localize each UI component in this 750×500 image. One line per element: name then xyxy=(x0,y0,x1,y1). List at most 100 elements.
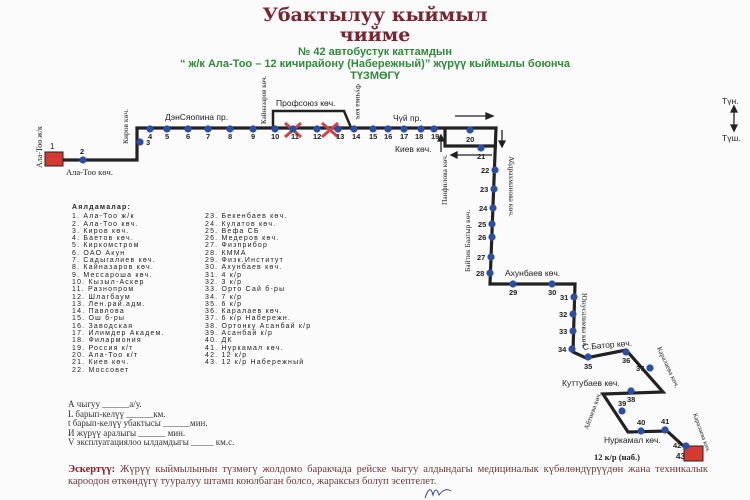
direction-arrows xyxy=(436,104,739,160)
stop-number: 39 xyxy=(618,399,626,408)
stop-number: 15 xyxy=(369,132,377,141)
street-label: Юнусалиева көч. xyxy=(580,293,589,348)
stop-marker xyxy=(548,280,556,288)
stop-marker xyxy=(384,125,392,133)
stop-number: 36 xyxy=(622,356,630,365)
stop-marker xyxy=(661,426,669,434)
street-label: 12 к/р (наб.) xyxy=(594,452,640,462)
stop-list-item: 19. Россия к/т xyxy=(72,344,134,352)
stop-number: 13 xyxy=(336,132,344,141)
stop-marker xyxy=(646,364,654,372)
stop-number: 4 xyxy=(148,132,153,141)
parameter-line: А чыгуу ______а/у. xyxy=(68,399,142,409)
stop-number: 19 xyxy=(431,132,439,141)
stop-list-item: 6. ОАО Акун xyxy=(72,249,126,257)
street-label: Байтик Баатыр көч. xyxy=(463,210,472,272)
stop-marker xyxy=(204,125,212,133)
stops-title: Аялдамалар: xyxy=(72,204,132,211)
stop-list-item: 31. 4 к/р xyxy=(205,271,243,279)
stop-number: 2 xyxy=(80,147,84,156)
stop-list-item: 28. КММА xyxy=(205,249,247,257)
subtitle-line-2: “ ж/к Ала-Тоо – 12 кичирайону (Набережны… xyxy=(180,58,570,70)
stop-list-item: 12. Шлагбаум xyxy=(72,293,131,301)
street-label: Абдрахманова көч. xyxy=(507,156,516,217)
parameter-line: t барып-келүү убактысы ______мин. xyxy=(68,418,208,429)
stop-marker xyxy=(400,125,408,133)
stop-number: 16 xyxy=(384,132,392,141)
street-label: С.Батор көч. xyxy=(582,338,632,352)
stop-number: 27 xyxy=(477,253,485,262)
stop-marker xyxy=(627,387,635,395)
stop-marker xyxy=(289,125,297,133)
stop-marker xyxy=(369,125,377,133)
stop-number: 33 xyxy=(559,327,567,336)
terminal-end xyxy=(683,445,704,462)
stop-number: 38 xyxy=(627,395,635,404)
stop-number: 17 xyxy=(400,132,408,141)
stop-number: 24 xyxy=(479,204,488,213)
stop-marker xyxy=(466,126,474,134)
street-label: Айтиева көч. xyxy=(582,391,603,431)
street-label: Чүй пр. xyxy=(393,113,422,123)
stop-marker xyxy=(637,427,645,435)
stop-number: 5 xyxy=(165,132,169,141)
stop-marker xyxy=(249,125,257,133)
stop-marker xyxy=(568,345,576,353)
stop-number: 21 xyxy=(477,152,485,161)
stop-number: 26 xyxy=(478,233,486,242)
stop-marker xyxy=(334,125,342,133)
stop-marker xyxy=(163,125,171,133)
street-label: Ала-Тоо көч. xyxy=(66,167,113,177)
stop-number: 1 xyxy=(50,142,55,151)
stop-list-item: 11. Разнопром xyxy=(72,286,135,294)
street-label: Куттубаев көч. xyxy=(562,378,620,388)
street-label: Профсоюз көч. xyxy=(276,98,336,108)
stop-number: 34 xyxy=(558,345,567,354)
route-parameters: А чыгуу ______а/у.L барып-келүү ______км… xyxy=(68,399,234,448)
stop-marker xyxy=(136,138,144,146)
stop-list-item: 32. 3 к/р xyxy=(205,278,243,286)
stop-list-item: 26. Медеров көч. xyxy=(205,235,280,243)
street-label: ДэнСяопина пр. xyxy=(165,112,228,122)
stops-legend-right: 23. Бекенбаев көч.24. Кулатов көч.25. Ве… xyxy=(205,213,311,366)
stop-number: 25 xyxy=(478,220,486,229)
stop-number: 30 xyxy=(548,288,556,297)
direction-north-label: Түн. xyxy=(722,96,739,106)
stop-list-item: 24. Кулатов көч. xyxy=(205,220,277,228)
stop-number: 32 xyxy=(559,310,567,319)
stop-number: 7 xyxy=(206,132,210,141)
stop-marker xyxy=(184,125,192,133)
stop-marker xyxy=(488,220,496,228)
stop-list-item: 30. Ахунбаев көч. xyxy=(205,264,283,272)
stop-number: 29 xyxy=(509,288,517,297)
street-label: Нуркамал көч. xyxy=(604,435,661,445)
note-label: Эскертүү: xyxy=(68,464,116,475)
direction-south-label: Түш. xyxy=(722,133,741,143)
stop-marker xyxy=(569,310,577,318)
route-line xyxy=(448,126,692,454)
stop-marker xyxy=(491,166,499,174)
stop-list-item: 22. Моссовет xyxy=(72,366,130,374)
stop-marker xyxy=(313,125,321,133)
stop-number: 18 xyxy=(415,132,423,141)
stop-list-item: 14. Павлова xyxy=(72,308,125,316)
street-label: Киев көч. xyxy=(395,144,432,154)
stop-list-item: 34. 7 к/р xyxy=(205,293,243,301)
stop-marker xyxy=(569,327,577,335)
stop-list-item: 38. Ортонку Асанбай к/р xyxy=(205,322,312,330)
stop-number: 37 xyxy=(636,364,644,373)
stop-list-item: 33. Орто Сай б-ры xyxy=(205,286,286,294)
stop-number: 22 xyxy=(481,166,489,175)
street-label: Кайназаров көч. xyxy=(260,75,268,124)
stop-number: 11 xyxy=(291,132,299,141)
stop-list-item: 21. Киев көч. xyxy=(72,359,130,367)
stop-number: 28 xyxy=(476,269,484,278)
stop-number: 31 xyxy=(560,293,568,302)
stop-list-item: 8. Кайназаров көч. xyxy=(72,264,155,272)
subtitle-line-3: ТҮЗМӨГҮ xyxy=(350,70,400,82)
stop-number: 10 xyxy=(271,132,279,141)
stop-list-item: 25. Вефа СБ xyxy=(205,227,260,235)
stop-number: 14 xyxy=(352,132,361,141)
stop-number: 23 xyxy=(480,185,488,194)
